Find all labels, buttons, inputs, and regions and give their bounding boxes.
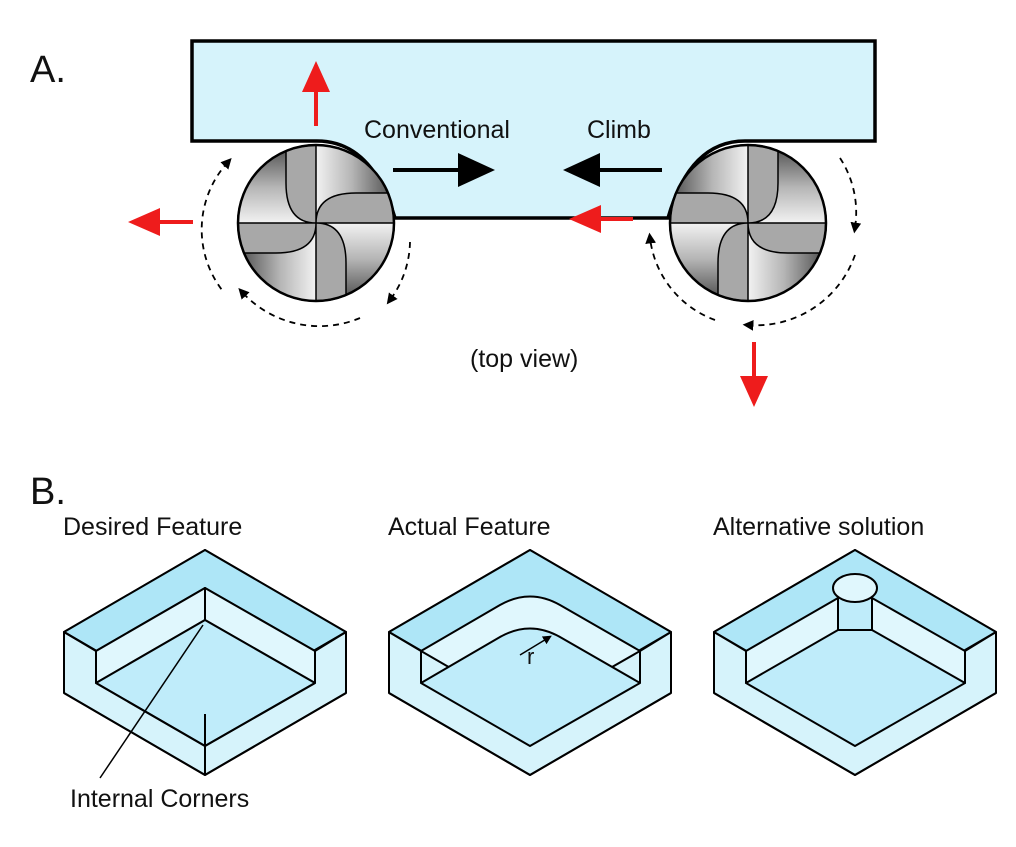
- force-arrow-left: [128, 208, 193, 236]
- rotation-arrow-right-left: [645, 232, 716, 321]
- rotation-arrow-left-top: [200, 158, 232, 291]
- conventional-feed-arrow: [393, 153, 495, 187]
- conventional-label: Conventional: [364, 116, 510, 144]
- alternative-solution-block: [713, 549, 997, 776]
- force-arrow-down: [740, 342, 768, 407]
- rotation-arrow-left-base: [238, 288, 361, 328]
- force-arrow-up: [302, 61, 330, 126]
- rotation-arrow-right-side: [742, 254, 856, 331]
- desired-feature-title: Desired Feature: [63, 513, 242, 541]
- actual-feature-title: Actual Feature: [388, 513, 551, 541]
- internal-corners-leader: [99, 624, 204, 779]
- internal-corners-label: Internal Corners: [70, 785, 249, 813]
- actual-feature-block: [388, 549, 672, 776]
- workpiece: [190, 39, 877, 220]
- climb-label: Climb: [587, 116, 651, 144]
- desired-feature-block: [63, 549, 347, 776]
- rotation-arrow-right-top: [839, 157, 862, 234]
- top-view-label: (top view): [470, 345, 578, 373]
- climb-end-mill: [668, 143, 828, 303]
- force-arrow-climb-left: [569, 205, 633, 233]
- panel-a-label: A.: [30, 49, 66, 91]
- climb-feed-arrow: [563, 153, 662, 187]
- radius-leader: [519, 635, 552, 656]
- radius-label: r: [527, 644, 534, 669]
- alternative-solution-title: Alternative solution: [713, 513, 924, 541]
- rotation-arrow-left-bottom: [386, 241, 411, 305]
- panel-b-label: B.: [30, 471, 66, 513]
- conventional-end-mill: [236, 143, 396, 303]
